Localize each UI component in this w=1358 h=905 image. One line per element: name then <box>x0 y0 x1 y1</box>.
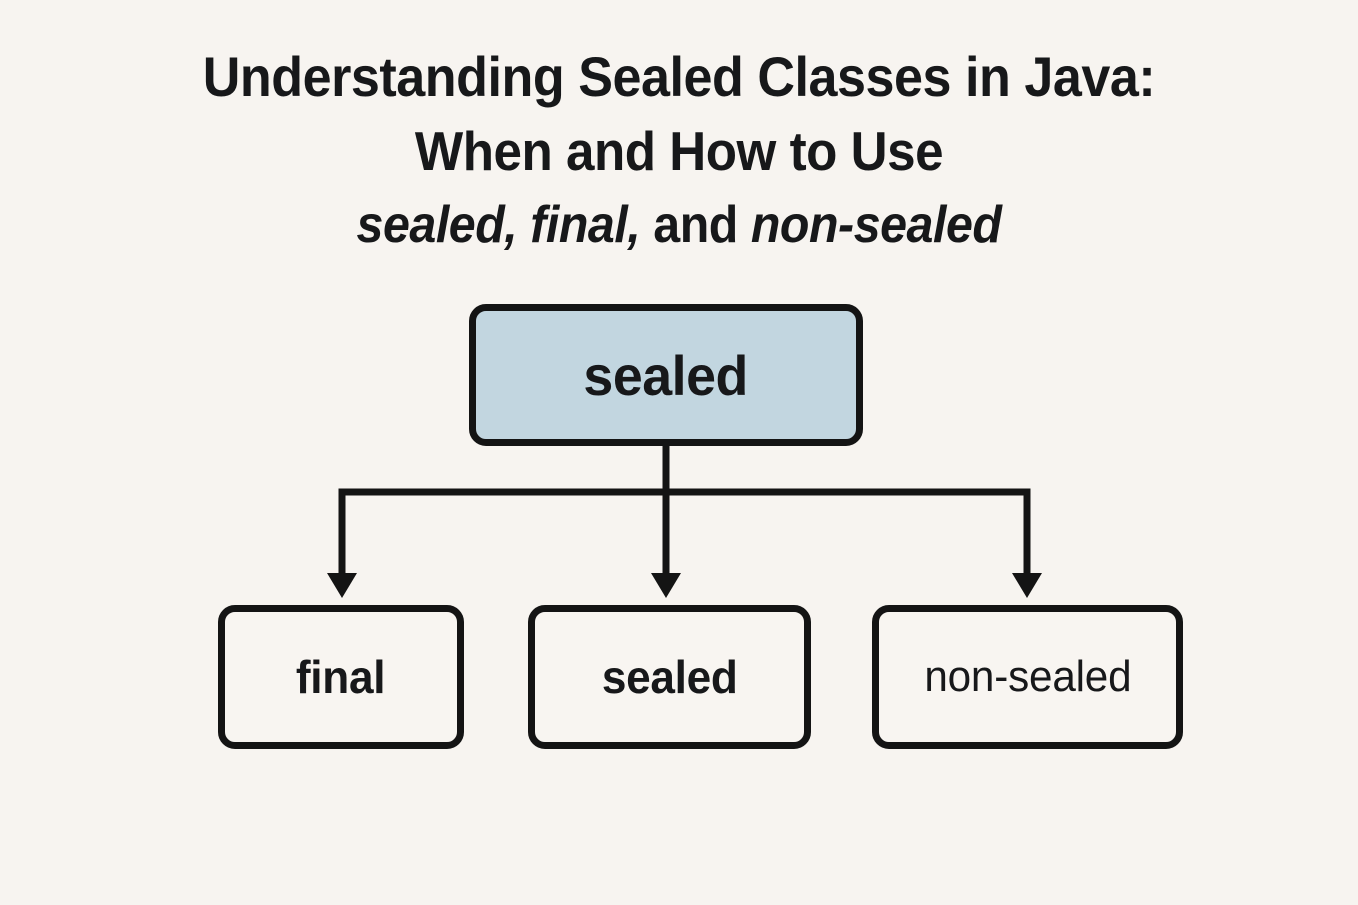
node-non-sealed-label: non-sealed <box>923 652 1132 701</box>
title-keyword-final: final, <box>530 196 641 254</box>
title-line-2: When and How to Use <box>414 120 944 182</box>
title-conjunction: and <box>640 196 751 254</box>
node-sealed-root[interactable]: sealed <box>469 304 863 446</box>
title-space-1 <box>517 196 530 254</box>
node-sealed-root-label: sealed <box>583 343 749 407</box>
node-non-sealed[interactable]: non-sealed <box>872 605 1183 749</box>
node-sealed-child-label: sealed <box>601 651 738 703</box>
node-final[interactable]: final <box>218 605 464 749</box>
title-keyword-non-sealed: non-sealed <box>750 196 1002 254</box>
arrowhead-non-sealed <box>1012 573 1042 598</box>
node-final-label: final <box>296 651 386 703</box>
title-line-3: sealed, final, and non-sealed <box>48 188 1311 262</box>
title-keyword-sealed: sealed, <box>356 196 518 254</box>
arrowhead-final <box>327 573 357 598</box>
page-title: Understanding Sealed Classes in Java: Wh… <box>0 40 1358 262</box>
arrowhead-sealed <box>651 573 681 598</box>
node-sealed-child[interactable]: sealed <box>528 605 811 749</box>
title-line-1: Understanding Sealed Classes in Java: <box>202 45 1156 108</box>
